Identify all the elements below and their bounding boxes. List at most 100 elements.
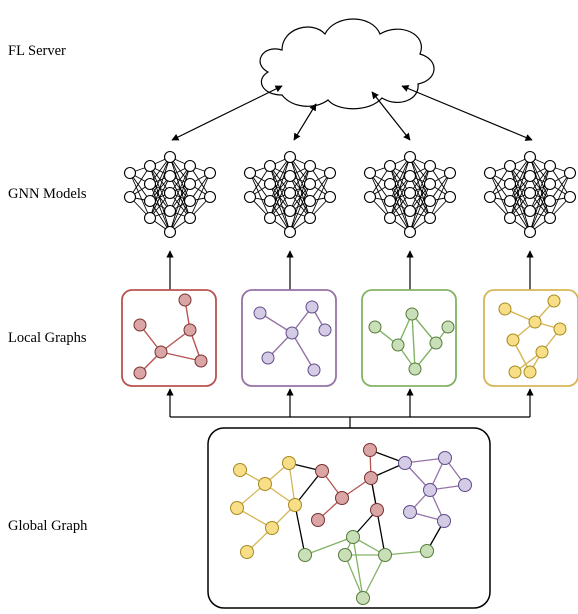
server-model-arrows [171, 85, 533, 141]
neuron [423, 159, 437, 173]
neuron [543, 194, 557, 208]
graph-node [368, 320, 382, 334]
graph-node [364, 471, 378, 485]
graph-node [338, 548, 352, 562]
fl-server-cloud [259, 18, 435, 110]
neuron [283, 169, 297, 183]
neuron [323, 190, 337, 204]
neuron [403, 150, 417, 164]
neuron [163, 186, 177, 200]
neuron [563, 190, 577, 204]
graph-node [285, 326, 299, 340]
graph-node [458, 478, 472, 492]
local-graph-1 [121, 289, 217, 387]
graph-node [240, 545, 254, 559]
neuron [143, 177, 157, 191]
neuron [523, 225, 537, 239]
global-graph [230, 443, 472, 605]
neuron [363, 166, 377, 180]
neuron [383, 177, 397, 191]
graph-node [535, 345, 549, 359]
graph-node [547, 294, 561, 308]
neuron [323, 166, 337, 180]
neuron [183, 211, 197, 225]
graph-node [378, 548, 392, 562]
graph-node [437, 514, 451, 528]
neuron [543, 177, 557, 191]
gnn-models-label: GNN Models [8, 186, 87, 202]
local-to-model-arrows [166, 250, 534, 290]
neuron [283, 204, 297, 218]
sync-arrow-1 [171, 85, 283, 141]
neuron [163, 150, 177, 164]
gnn-model-1 [123, 150, 217, 239]
local-graph-box [121, 289, 217, 387]
neuron [383, 211, 397, 225]
graph-node [356, 591, 370, 605]
graph-node [154, 345, 168, 359]
neuron [183, 194, 197, 208]
neuron [363, 190, 377, 204]
graph-node [178, 293, 192, 307]
sync-arrow-2 [293, 103, 317, 141]
neuron [283, 225, 297, 239]
global-to-local-arrows [166, 388, 534, 428]
neuron [523, 150, 537, 164]
graph-node [553, 322, 567, 336]
neuron [523, 169, 537, 183]
gnn-model-3 [363, 150, 457, 239]
graph-node [506, 333, 520, 347]
neuron [483, 190, 497, 204]
neuron [283, 186, 297, 200]
neuron [143, 159, 157, 173]
neuron [423, 177, 437, 191]
graph-node [230, 501, 244, 515]
graph-node [305, 300, 319, 314]
global-graph-label: Global Graph [8, 518, 88, 534]
neuron [183, 159, 197, 173]
graph-node [523, 365, 537, 379]
graph-node [258, 477, 272, 491]
gnn-models [123, 150, 577, 239]
local-graph-4 [483, 289, 578, 387]
graph-node [346, 530, 360, 544]
graph-node [265, 521, 279, 535]
graph-node [261, 351, 275, 365]
neuron [203, 190, 217, 204]
neuron [263, 159, 277, 173]
graph-node [405, 307, 419, 321]
neuron [423, 211, 437, 225]
graph-node [298, 548, 312, 562]
fl-server-label: FL Server [8, 43, 66, 59]
local-graph-2 [241, 289, 337, 387]
graph-node [420, 544, 434, 558]
local-graphs-label: Local Graphs [8, 330, 87, 346]
graph-node [315, 464, 329, 478]
neuron [503, 159, 517, 173]
gnn-model-4 [483, 150, 577, 239]
neuron [263, 194, 277, 208]
neuron [383, 159, 397, 173]
neuron [303, 159, 317, 173]
graph-node [253, 306, 267, 320]
graph-node [370, 503, 384, 517]
neuron [243, 190, 257, 204]
neuron [283, 150, 297, 164]
neuron [523, 186, 537, 200]
local-graph-3 [361, 289, 457, 387]
graph-node [408, 362, 422, 376]
neuron [543, 159, 557, 173]
graph-node [363, 443, 377, 457]
neuron [403, 169, 417, 183]
graph-node [183, 323, 197, 337]
neuron [243, 166, 257, 180]
graph-node [429, 336, 443, 350]
neuron [143, 194, 157, 208]
graph-node [403, 505, 417, 519]
local-graph-box [361, 289, 457, 387]
gnn-model-2 [243, 150, 337, 239]
graph-node [398, 456, 412, 470]
neuron [263, 177, 277, 191]
neuron [303, 211, 317, 225]
local-graphs [121, 289, 578, 387]
